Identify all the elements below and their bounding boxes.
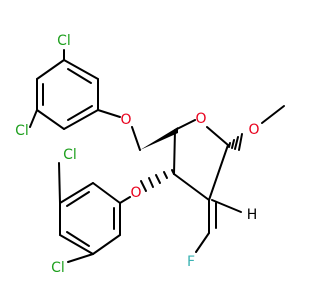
- atom-fluorine: F: [187, 254, 195, 270]
- atom-cl-bottom-upper: Cl: [63, 147, 77, 163]
- bond-c-h: [211, 199, 242, 213]
- atom-cl-bottom-lower: Cl: [51, 260, 65, 276]
- hashed-bond-methoxy: [228, 133, 243, 151]
- atom-o-aryloxy: O: [130, 185, 141, 201]
- bond-ar-o-top: [97, 109, 121, 118]
- atom-o-aryloxymethyl: O: [120, 112, 131, 128]
- bottom-dichlorophenyl-ring: [59, 182, 121, 255]
- atom-hydrogen: H: [247, 207, 258, 223]
- molecule-canvas: Cl Cl O O O Cl O Cl F H: [15, 33, 285, 276]
- bond-cl-bottom-upper: [58, 162, 61, 204]
- furanose-ring: [140, 119, 229, 201]
- atom-cl-top-lower: Cl: [15, 123, 29, 139]
- bond-o-ar-bottom: [119, 196, 131, 204]
- bond-o-ch2: [131, 126, 141, 151]
- atom-o-methoxy: O: [248, 122, 259, 138]
- bond-cl-bottom-lower: [67, 253, 94, 263]
- atom-cl-top-upper: Cl: [57, 33, 71, 49]
- bond-o-methyl: [261, 105, 285, 124]
- wedge-bond-ch2: [140, 127, 178, 150]
- bond-cl-top-lower: [29, 109, 38, 128]
- hashed-bond-aryloxy: [140, 169, 175, 192]
- top-dichlorophenyl-ring: [36, 59, 99, 130]
- atom-o-ring: O: [195, 111, 206, 127]
- bond-c-f: [195, 232, 210, 253]
- molecule-structure: Cl Cl O O O Cl O Cl F H: [15, 33, 285, 276]
